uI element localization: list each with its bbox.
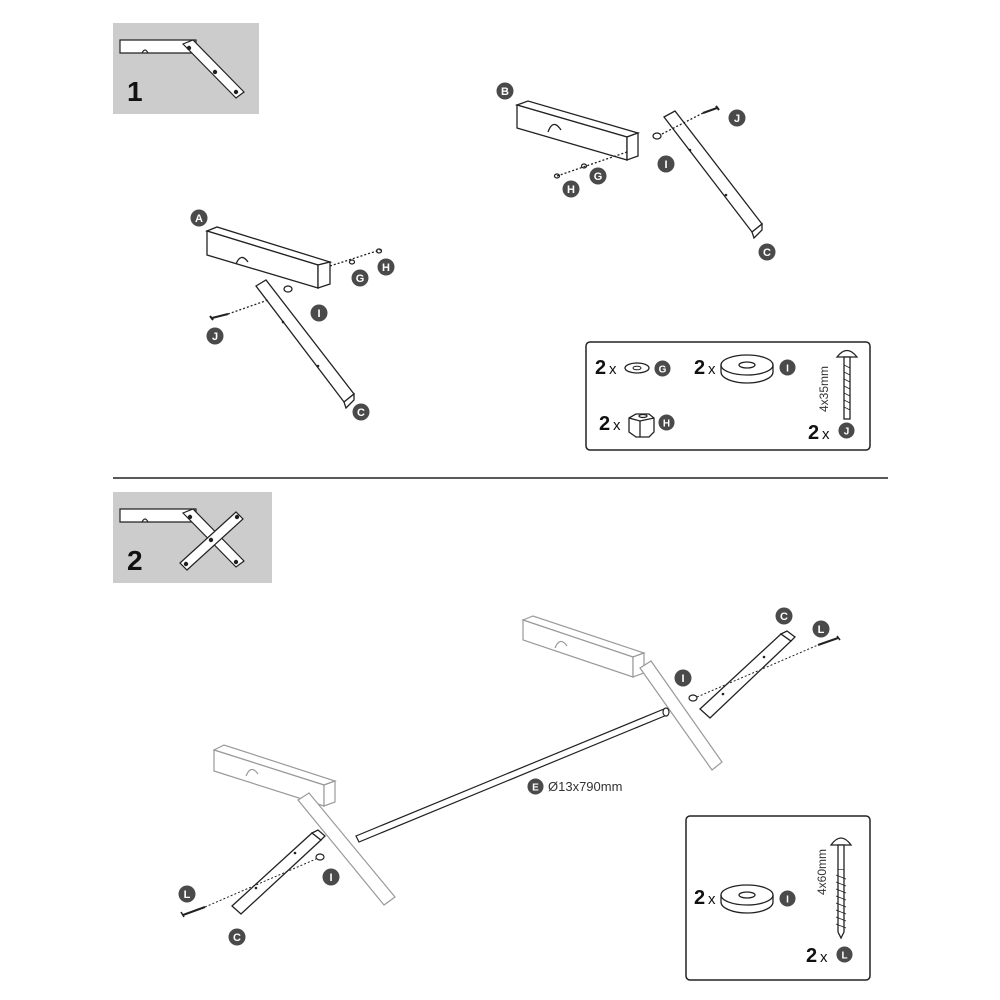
svg-text:2: 2 (694, 357, 705, 379)
ghost-beam-left (212, 744, 396, 906)
badge-i-step2-left: I (322, 868, 340, 886)
hardware-item-j: 4x35mm 2 x J (808, 349, 859, 444)
svg-text:x: x (822, 426, 830, 443)
step-2-thumb-drawing (119, 508, 245, 571)
step-1-thumb-drawing (119, 39, 245, 99)
screw-icon (829, 837, 853, 940)
badge-b: B (496, 82, 514, 100)
svg-text:2: 2 (806, 945, 817, 967)
washer-large-icon (720, 354, 774, 384)
svg-text:x: x (708, 361, 716, 378)
step-1-badges: A G H I J C B J I G H C (190, 82, 776, 421)
badge-j-right: J (728, 109, 746, 127)
badge-i-step2-right: I (674, 669, 692, 687)
svg-text:H: H (567, 184, 575, 196)
svg-text:H: H (663, 419, 670, 430)
bolt-icon (835, 349, 859, 420)
leg-c-right (699, 630, 796, 719)
hardware-item-g: 2 x G (595, 357, 671, 379)
svg-text:C: C (233, 932, 241, 944)
badge-g-right: G (589, 167, 607, 185)
svg-text:J: J (212, 331, 218, 343)
washer-small-icon (624, 362, 650, 374)
svg-text:L: L (184, 889, 191, 901)
svg-text:I: I (786, 895, 789, 906)
bolt-size-label: 4x35mm (817, 366, 831, 412)
svg-text:x: x (613, 417, 621, 434)
badge-c-right: C (758, 243, 776, 261)
step-1-thumbnail: 1 (113, 23, 259, 114)
svg-text:I: I (786, 364, 789, 375)
hardware-item-i-step2: 2 x I (694, 884, 796, 914)
step-1-number: 1 (127, 76, 143, 107)
svg-text:G: G (356, 273, 365, 285)
nut-icon (628, 413, 655, 438)
svg-text:2: 2 (694, 887, 705, 909)
badge-a: A (190, 209, 208, 227)
svg-text:x: x (609, 361, 617, 378)
badge-h-right: H (562, 180, 580, 198)
svg-text:H: H (382, 262, 390, 274)
badge-l-right: L (812, 620, 830, 638)
svg-text:B: B (501, 86, 509, 98)
svg-text:L: L (841, 951, 847, 962)
rod-spec: E Ø13x790mm (527, 778, 622, 795)
badge-c-top: C (775, 607, 793, 625)
svg-text:2: 2 (808, 422, 819, 444)
badge-l-left: L (178, 885, 196, 903)
hardware-box-2: 2 x I 4x60mm 2 x L (685, 815, 871, 981)
hardware-item-i: 2 x I (694, 354, 796, 384)
svg-text:I: I (664, 159, 667, 171)
badge-i-right: I (657, 155, 675, 173)
svg-text:A: A (195, 213, 203, 225)
rod-e (355, 707, 670, 843)
badge-h-left: H (377, 258, 395, 276)
svg-text:x: x (820, 949, 828, 966)
badge-g-left: G (351, 269, 369, 287)
step-2-badges: C L I I L C (178, 607, 830, 946)
assembly-b-right (514, 100, 763, 240)
badge-c-bottom: C (228, 928, 246, 946)
hardware-item-h: 2 x H (599, 413, 675, 438)
hardware-box-1: 2 x G 2 x I 2 x (585, 341, 871, 451)
step-2-number: 2 (127, 545, 143, 576)
svg-text:G: G (659, 365, 667, 376)
badge-j-left: J (206, 327, 224, 345)
svg-text:I: I (329, 872, 332, 884)
svg-text:C: C (763, 247, 771, 259)
svg-text:C: C (780, 611, 788, 623)
assembly-a-left (205, 226, 384, 410)
ghost-beam-right (521, 615, 723, 771)
svg-text:2: 2 (595, 357, 606, 379)
svg-text:2: 2 (599, 413, 610, 435)
badge-i-left: I (310, 304, 328, 322)
svg-text:x: x (708, 891, 716, 908)
badge-c-left: C (352, 403, 370, 421)
leg-c-left (231, 829, 326, 915)
hardware-item-l: 4x60mm 2 x L (806, 837, 853, 967)
svg-text:E: E (532, 783, 539, 794)
svg-text:J: J (844, 427, 850, 438)
svg-text:I: I (317, 308, 320, 320)
rod-spec-label: Ø13x790mm (548, 779, 622, 794)
svg-text:J: J (734, 113, 740, 125)
svg-text:C: C (357, 407, 365, 419)
washer-large-icon (720, 884, 774, 914)
step-2-thumbnail: 2 (113, 492, 272, 583)
svg-text:I: I (681, 673, 684, 685)
step-2-assembly (180, 615, 841, 918)
svg-text:G: G (594, 171, 603, 183)
screw-size-label: 4x60mm (815, 849, 829, 895)
svg-text:L: L (818, 624, 825, 636)
